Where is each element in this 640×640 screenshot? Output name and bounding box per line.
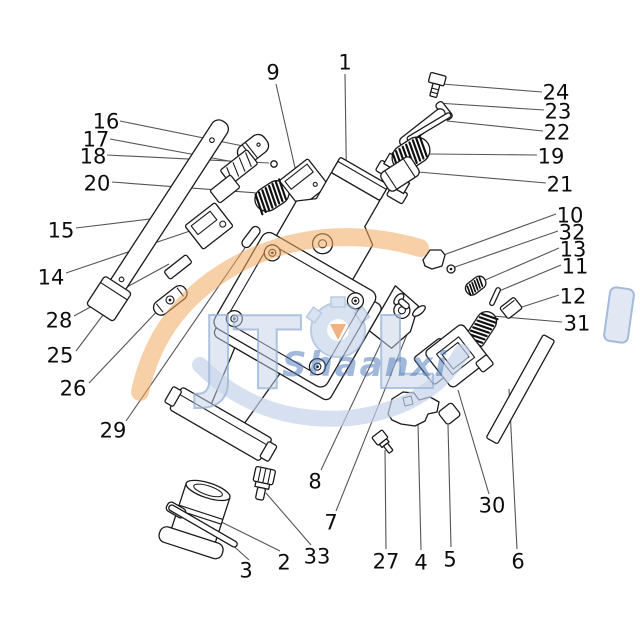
key-bar-28 [164,254,192,280]
callout-27: 27 [373,550,400,574]
callout-32: 32 [559,221,586,245]
leader-line-4 [417,423,422,551]
callout-12: 12 [560,285,587,309]
watermark-letter-fragment [603,286,635,344]
callout-3: 3 [239,559,252,583]
watermark-blue-arc [192,344,470,427]
watermark-orange-arc [131,228,429,401]
callout-4: 4 [414,551,427,575]
callout-23: 23 [545,100,572,124]
leader-line-9 [275,83,299,182]
callout-11: 11 [562,255,589,279]
callout-28: 28 [46,309,73,333]
bolt-27 [371,429,394,454]
leader-line-31 [492,315,563,323]
leader-line-27 [384,449,387,550]
leader-line-24 [441,83,543,93]
callout-10: 10 [557,204,584,228]
callout-26: 26 [60,377,87,401]
leader-line-30 [457,389,490,495]
callout-25: 25 [47,344,74,368]
leader-line-10 [437,213,557,258]
watermark-subtitle: Shaanxi [282,345,448,385]
leader-line-33 [265,492,312,546]
leader-line-11 [498,264,562,292]
callout-16: 16 [93,110,120,134]
guide-box-14 [184,202,234,250]
callout-14: 14 [38,266,65,290]
leader-line-23 [436,102,545,111]
callout-22: 22 [544,121,571,145]
sleeve-21 [380,156,420,192]
washer-7 [412,305,426,317]
pin-29 [241,225,261,249]
callout-1: 1 [338,51,351,75]
drum-flange [158,526,224,560]
box-cover-9 [279,158,329,208]
callout-7: 7 [324,511,337,535]
small-block [209,174,241,204]
main-housing-1 [164,152,419,462]
leader-line-32 [454,230,559,268]
spring-13 [464,275,487,297]
watermark-text-right: L [372,295,436,412]
block-12 [499,297,523,319]
callout-8: 8 [308,470,321,494]
bolt-24 [427,71,447,99]
callout-33: 33 [304,545,331,569]
leader-line-13 [482,247,560,282]
watermark-text-left: JT [194,295,301,412]
leader-line-22 [446,120,544,132]
callout-9: 9 [266,61,279,85]
leader-line-5 [447,424,452,548]
rod-6 [486,334,555,444]
callout-labels: 1916171820151428252629242322192110321311… [38,51,591,583]
callout-18: 18 [80,145,107,169]
bolt-33 [252,465,276,501]
callout-15: 15 [48,219,75,243]
leader-line-16 [119,120,244,147]
callout-30: 30 [479,494,506,518]
leader-line-19 [429,153,538,156]
drum-2 [158,479,231,560]
callout-24: 24 [543,81,570,105]
watermark: JT L Shaanxi [131,228,635,427]
callout-17: 17 [83,128,110,152]
callout-13: 13 [560,238,587,262]
push-rod-15 [86,119,230,322]
callout-20: 20 [84,172,111,196]
ball-18 [270,160,278,168]
block-5 [438,402,461,425]
rod-end-cap-25 [86,276,132,322]
leader-line-21 [417,171,547,184]
leader-line-26 [88,304,164,384]
pin-11 [489,287,501,307]
spring-20 [254,178,290,216]
wedge-10 [422,249,446,270]
callout-29: 29 [100,419,127,443]
pin-3 [168,504,238,548]
callout-2: 2 [277,551,290,575]
callout-6: 6 [511,550,524,574]
callout-19: 19 [538,145,565,169]
leader-line-12 [521,294,560,308]
callout-31: 31 [564,312,591,336]
callout-21: 21 [547,173,574,197]
pin-22 [406,112,452,142]
headed-pin-8 [393,292,410,310]
watermark-gear-icon [305,296,371,358]
leader-line-17 [109,138,235,163]
callout-5: 5 [443,548,456,572]
